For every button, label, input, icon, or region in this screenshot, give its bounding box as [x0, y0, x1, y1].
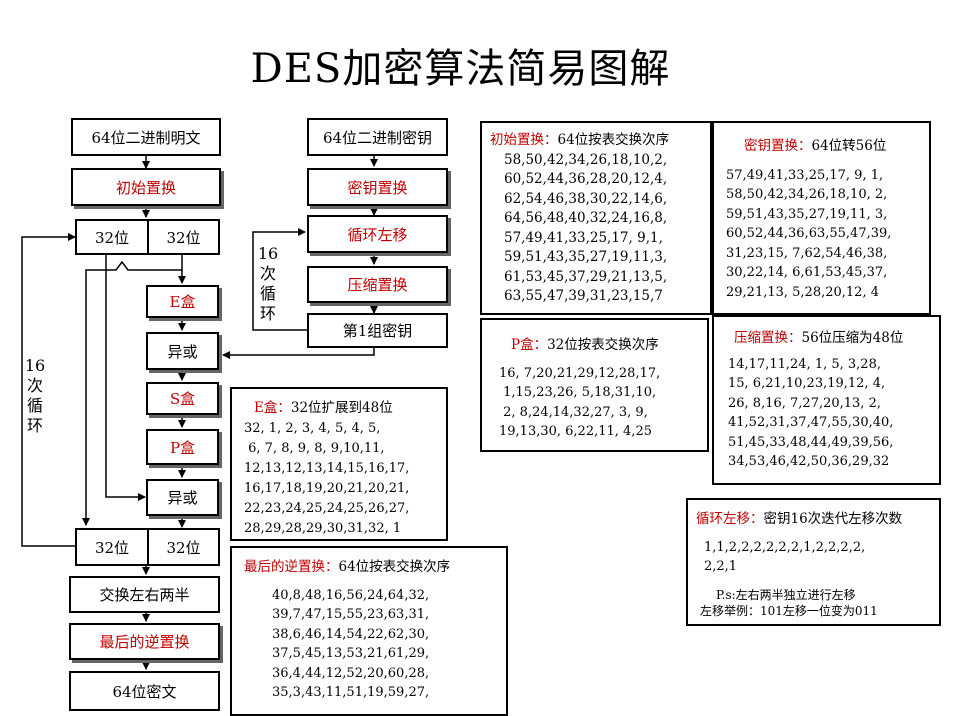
e-box-label: E盒: [169, 293, 196, 311]
xor-label-1: 异或: [167, 342, 198, 361]
initial-permutation-box: 初始置换: [71, 168, 221, 206]
compression-permutation-panel: 压缩置换：56位压缩为48位 14,17,11,24, 1, 5, 3,28, …: [712, 315, 941, 485]
s-box: S盒: [146, 382, 219, 415]
key-permutation-panel: 密钥置换：64位转56位 57,49,41,33,25,17, 9, 1, 58…: [712, 121, 931, 315]
key-label: 64位二进制密钥: [322, 128, 433, 147]
initial-permutation-panel-header: 初始置换：64位按表交换次序: [490, 132, 670, 148]
p-box-panel: P盒：32位按表交换次序 16, 7,20,21,29,12,28,17, 1,…: [480, 318, 709, 452]
final-permutation-panel-header: 最后的逆置换：64位按表交换次序: [244, 559, 451, 575]
key-permutation-table: 57,49,41,33,25,17, 9, 1, 58,50,42,34,26,…: [726, 167, 892, 300]
output-right-half-label: 32位: [166, 538, 201, 557]
xor-box-2: 异或: [146, 479, 219, 516]
compression-permutation-box: 压缩置换: [307, 266, 448, 303]
key-loop-label: 16 次 循 环: [257, 244, 279, 323]
rotate-left-note-2: 左移举例：101左移一位变为011: [700, 603, 878, 618]
right-half-box: 32位: [147, 219, 220, 255]
key-box: 64位二进制密钥: [307, 118, 448, 156]
swap-box: 交换左右两半: [69, 576, 220, 613]
final-permutation-table: 40,8,48,16,56,24,64,32, 39,7,47,15,55,23…: [272, 587, 430, 701]
xor-box-1: 异或: [146, 332, 219, 370]
initial-permutation-label: 初始置换: [115, 178, 176, 197]
final-inverse-permutation-label: 最后的逆置换: [99, 633, 190, 651]
initial-permutation-table: 58,50,42,34,26,18,10,2, 60,52,44,36,28,2…: [504, 151, 668, 305]
key-permutation-box: 密钥置换: [307, 168, 448, 206]
e-box-panel-header: E盒：32位扩展到48位: [254, 400, 393, 416]
left-half-box: 32位: [75, 219, 149, 255]
p-box: P盒: [146, 429, 219, 465]
rotate-left-panel-header: 循环左移：密钥16次迭代左移次数: [696, 511, 903, 527]
rotate-left-note-1: P.s:左右两半独立进行左移: [716, 587, 856, 602]
compression-permutation-label: 压缩置换: [347, 276, 408, 294]
key-permutation-panel-header: 密钥置换：64位转56位: [744, 138, 887, 154]
compression-permutation-panel-header: 压缩置换：56位压缩为48位: [734, 330, 904, 346]
xor-label-2: 异或: [167, 489, 198, 507]
ciphertext-box: 64位密文: [69, 671, 220, 711]
flow-connectors: [21, 156, 378, 670]
final-inverse-permutation-box: 最后的逆置换: [69, 623, 220, 660]
rotate-left-panel: 循环左移：密钥16次迭代左移次数 1,1,2,2,2,2,2,2,1,2,2,2…: [686, 498, 941, 626]
final-permutation-panel: 最后的逆置换：64位按表交换次序 40,8,48,16,56,24,64,32,…: [230, 546, 508, 716]
page-title: DES加密算法简易图解: [250, 46, 671, 92]
key-permutation-label: 密钥置换: [347, 178, 408, 197]
p-box-panel-header: P盒：32位按表交换次序: [511, 337, 659, 353]
rotate-left-box: 循环左移: [307, 215, 448, 253]
p-box-label: P盒: [169, 438, 196, 457]
p-box-table: 16, 7,20,21,29,12,28,17, 1,15,23,26, 5,1…: [499, 365, 661, 440]
ciphertext-label: 64位密文: [112, 682, 177, 701]
plaintext-label: 64位二进制明文: [91, 128, 201, 147]
compression-permutation-table: 14,17,11,24, 1, 5, 3,28, 15, 6,21,10,23,…: [728, 356, 894, 470]
e-box: E盒: [146, 285, 219, 318]
initial-permutation-panel: 初始置换：64位按表交换次序 58,50,42,34,26,18,10,2, 6…: [480, 121, 712, 315]
s-box-label: S盒: [169, 390, 196, 408]
round-loop-label: 16 次 循 环: [24, 356, 46, 435]
output-left-half-label: 32位: [94, 538, 130, 557]
e-box-table: 32, 1, 2, 3, 4, 5, 4, 5, 6, 7, 8, 9, 8, …: [244, 420, 410, 536]
output-right-half-box: 32位: [147, 528, 220, 566]
e-box-panel: E盒：32位扩展到48位 32, 1, 2, 3, 4, 5, 4, 5, 6,…: [230, 387, 448, 541]
plaintext-box: 64位二进制明文: [71, 118, 221, 156]
left-half-label: 32位: [94, 228, 130, 247]
rotate-left-label: 循环左移: [347, 225, 408, 244]
rotate-left-table: 1,1,2,2,2,2,2,2,1,2,2,2,2, 2,2,1: [704, 539, 866, 575]
swap-label: 交换左右两半: [99, 586, 190, 604]
subkey-box: 第1组密钥: [307, 313, 448, 348]
right-half-label: 32位: [166, 228, 201, 247]
subkey-label: 第1组密钥: [342, 322, 413, 340]
output-left-half-box: 32位: [75, 528, 149, 566]
